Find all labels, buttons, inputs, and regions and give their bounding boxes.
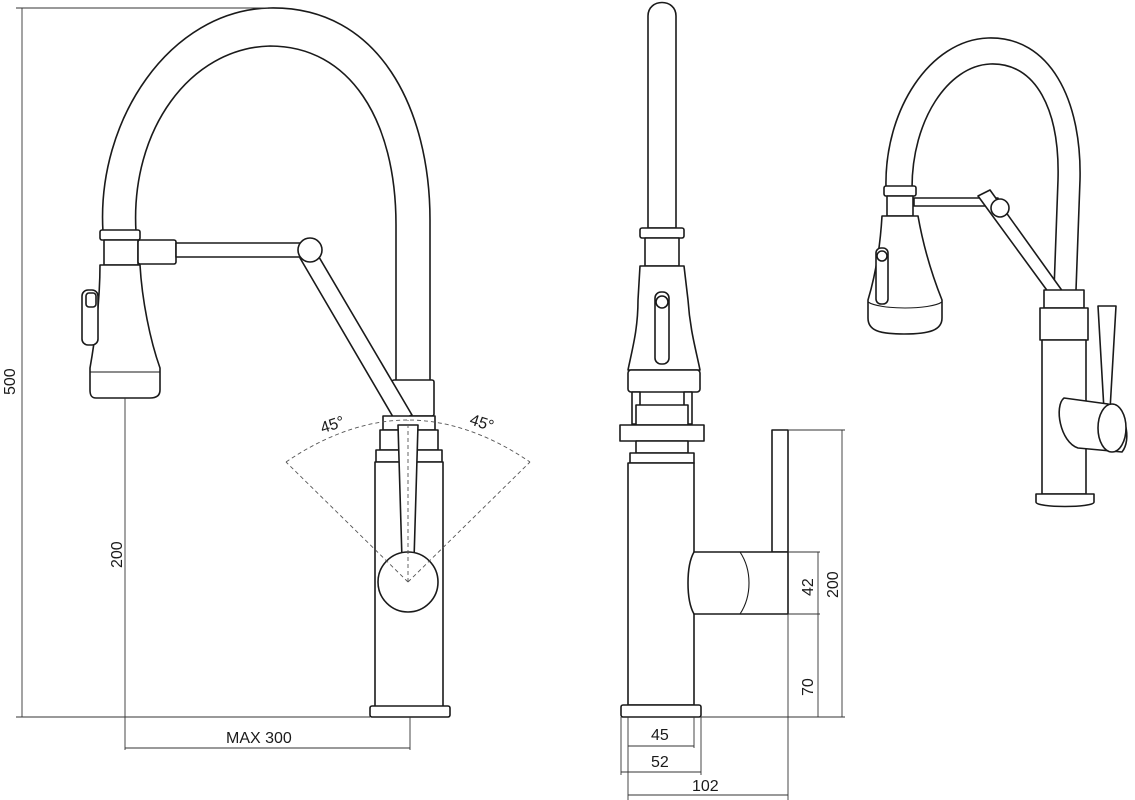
persp-spray-slot <box>875 247 889 305</box>
dim-base-to-handle-label: 70 <box>800 678 817 696</box>
dim-52-label: 52 <box>651 754 669 771</box>
side-spout <box>647 1 677 229</box>
persp-head-collar <box>883 185 917 197</box>
side-body-upper <box>635 440 689 454</box>
front-arm-joint <box>297 237 323 263</box>
persp-base <box>1035 493 1095 508</box>
side-body <box>627 462 695 706</box>
front-spout-outer <box>101 7 431 380</box>
side-handle-cylinder <box>687 551 789 615</box>
swivel-line-right <box>407 461 531 583</box>
dim-reach-label: MAX 300 <box>226 730 292 747</box>
side-base <box>620 704 702 718</box>
side-clamp-bar <box>619 424 705 442</box>
front-spray-button-top <box>85 292 97 308</box>
persp-body-ring <box>1039 307 1089 341</box>
side-view: 200 42 70 45 52 102 <box>619 1 845 800</box>
persp-handle-end <box>1097 403 1127 453</box>
dim-102-label: 102 <box>692 778 719 795</box>
side-spray-rim <box>627 369 701 393</box>
front-base <box>369 705 451 718</box>
front-arm-mount <box>137 239 177 265</box>
side-body-ring <box>629 452 695 464</box>
swivel-left-label: 45° <box>318 414 346 438</box>
front-head-neck <box>103 239 139 266</box>
persp-body-top <box>1043 289 1085 309</box>
side-spray-slot <box>654 291 670 365</box>
dim-45-label: 45 <box>651 727 669 744</box>
dim-total-height-label: 500 <box>2 368 19 395</box>
dim-body-height-label: 200 <box>825 571 842 598</box>
persp-spray-button <box>876 250 888 262</box>
front-spray-head <box>89 264 161 399</box>
front-head-collar <box>99 229 141 241</box>
swivel-right-label: 45° <box>467 412 495 436</box>
front-arm-bar <box>175 242 303 258</box>
side-handle-lever <box>771 429 789 553</box>
side-head-neck <box>644 237 680 267</box>
side-head-collar <box>639 227 685 239</box>
side-body-top <box>635 404 689 426</box>
persp-handle-lever <box>1097 305 1117 411</box>
dim-handle-height-label: 42 <box>800 578 817 596</box>
front-view: 45° 45° 500 200 MAX 300 <box>2 7 531 750</box>
persp-spout-outer <box>885 37 1081 291</box>
persp-arm-joint <box>990 198 1010 218</box>
persp-spray-head <box>867 215 943 335</box>
front-spout-inner <box>134 45 397 380</box>
swivel-line-left <box>285 461 409 583</box>
persp-spray-rim <box>867 301 943 309</box>
perspective-view <box>867 37 1128 508</box>
side-handle-joint <box>739 551 750 615</box>
persp-spout-inner <box>911 63 1059 291</box>
side-spray-button <box>655 295 669 309</box>
dim-spout-height-label: 200 <box>109 541 126 568</box>
swivel-arc <box>285 419 531 463</box>
persp-head-neck <box>886 195 914 217</box>
